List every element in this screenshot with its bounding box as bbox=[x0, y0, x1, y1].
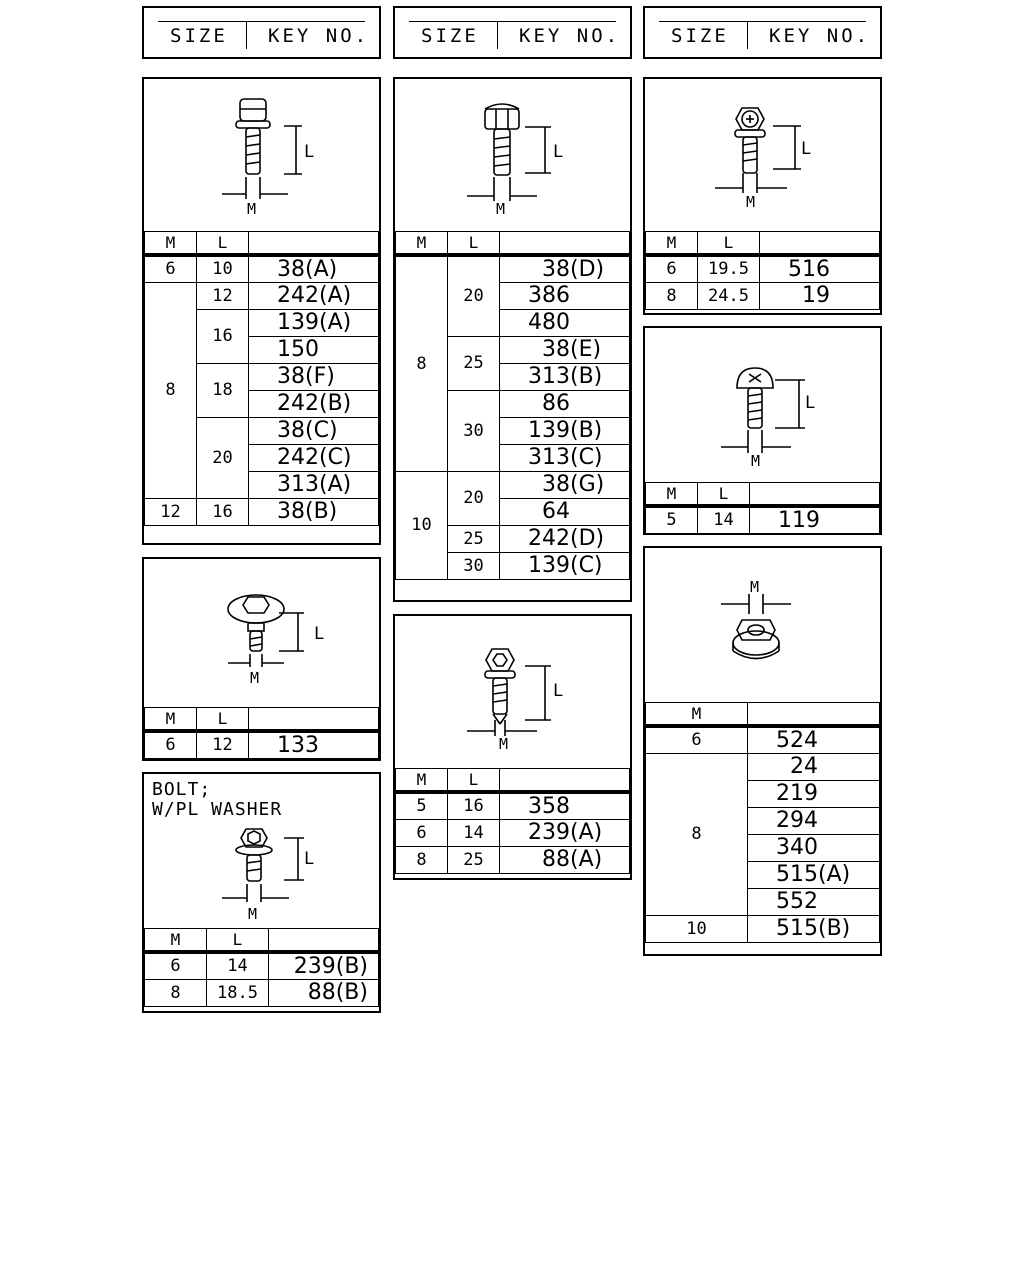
hex-slot-bolt-icon: L M bbox=[715, 107, 811, 211]
size-label: SIZE bbox=[671, 25, 729, 47]
svg-text:L: L bbox=[801, 139, 811, 159]
svg-text:L: L bbox=[553, 681, 563, 701]
bolt-washer-icon: L M bbox=[222, 828, 314, 923]
table-row: 340 bbox=[646, 833, 880, 862]
keyno-label: KEY NO. bbox=[268, 25, 370, 47]
table-row: 242(B) bbox=[145, 389, 379, 418]
svg-text:M: M bbox=[496, 200, 505, 218]
table-row: 313(C) bbox=[396, 443, 630, 472]
pan-head-screw-icon: L M bbox=[721, 367, 815, 470]
size-label: SIZE bbox=[421, 25, 479, 47]
table-row: 150 bbox=[145, 335, 379, 364]
svg-text:L: L bbox=[314, 624, 324, 644]
header-box-2: SIZE KEY NO. bbox=[393, 6, 632, 59]
flange-nut-icon: M bbox=[721, 578, 791, 660]
table-row: 515(A) bbox=[646, 860, 880, 889]
svg-text:M: M bbox=[751, 452, 760, 470]
svg-text:L: L bbox=[553, 142, 563, 162]
svg-text:M: M bbox=[248, 905, 257, 923]
svg-text:M: M bbox=[750, 578, 759, 596]
col-header-l: L bbox=[196, 231, 249, 257]
hex-tapping-bolt-icon: L M bbox=[467, 648, 563, 753]
svg-text:L: L bbox=[304, 849, 314, 869]
table-row: 139(B) bbox=[396, 416, 630, 445]
svg-text:M: M bbox=[499, 735, 508, 753]
col-header-m: M bbox=[144, 231, 197, 257]
svg-text:M: M bbox=[746, 193, 755, 211]
size-label: SIZE bbox=[170, 25, 228, 47]
table-row: 386 bbox=[396, 281, 630, 310]
washer-bolt-icon: L M bbox=[227, 594, 324, 687]
svg-text:M: M bbox=[250, 669, 259, 687]
keyno-label: KEY NO. bbox=[769, 25, 871, 47]
keyno-label: KEY NO. bbox=[519, 25, 621, 47]
hex-flange-bolt-icon: L M bbox=[222, 98, 314, 218]
svg-text:L: L bbox=[805, 393, 815, 413]
hex-bolt-icon: L M bbox=[467, 103, 563, 218]
dim-m-label: M bbox=[247, 200, 256, 218]
table-row: 480 bbox=[396, 308, 630, 337]
header-box-1: SIZE KEY NO. bbox=[142, 6, 381, 59]
header-box-3: SIZE KEY NO. bbox=[643, 6, 882, 59]
dim-l-label: L bbox=[304, 142, 314, 162]
bolt-washer-title: BOLT; W/PL WASHER bbox=[152, 779, 283, 820]
